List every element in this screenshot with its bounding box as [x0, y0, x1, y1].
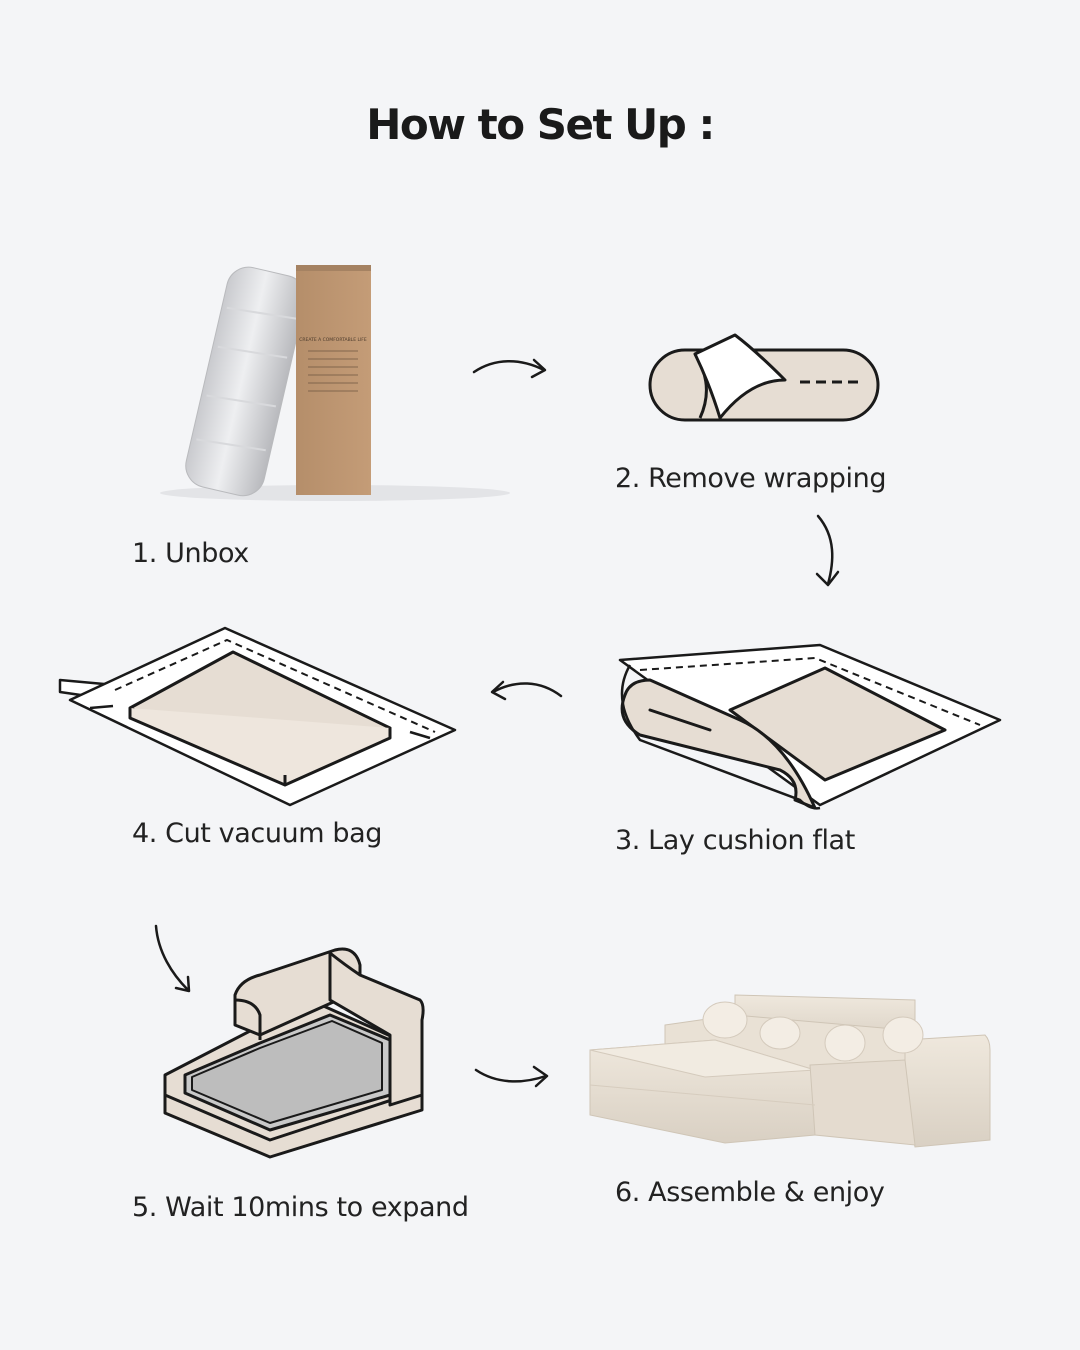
- expanded-sofa-module-icon: [160, 945, 430, 1160]
- arrow-right-icon: [470, 350, 552, 386]
- box-print-text: CREATE A COMFORTABLE LIFE: [299, 337, 367, 343]
- unrolled-cushion-icon: [610, 640, 1010, 815]
- arrow-left-icon: [485, 672, 567, 708]
- step-6-label: 6. Assemble & enjoy: [615, 1177, 885, 1208]
- step-4-label: 4. Cut vacuum bag: [132, 818, 382, 849]
- page-title: How to Set Up :: [366, 100, 715, 149]
- arrow-down-curve-icon: [150, 922, 200, 997]
- sectional-sofa-photo: [585, 985, 995, 1150]
- step-5-label: 5. Wait 10mins to expand: [132, 1192, 469, 1223]
- flat-cushion-bag-icon: [55, 620, 465, 810]
- rolled-cushion-icon: [640, 330, 890, 430]
- unbox-image: CREATE A COMFORTABLE LIFE: [150, 255, 520, 505]
- arrow-right-icon-2: [472, 1058, 554, 1094]
- arrow-down-icon: [808, 512, 848, 592]
- step-3-label: 3. Lay cushion flat: [615, 825, 855, 856]
- step-1-label: 1. Unbox: [132, 538, 249, 569]
- step-2-label: 2. Remove wrapping: [615, 463, 887, 494]
